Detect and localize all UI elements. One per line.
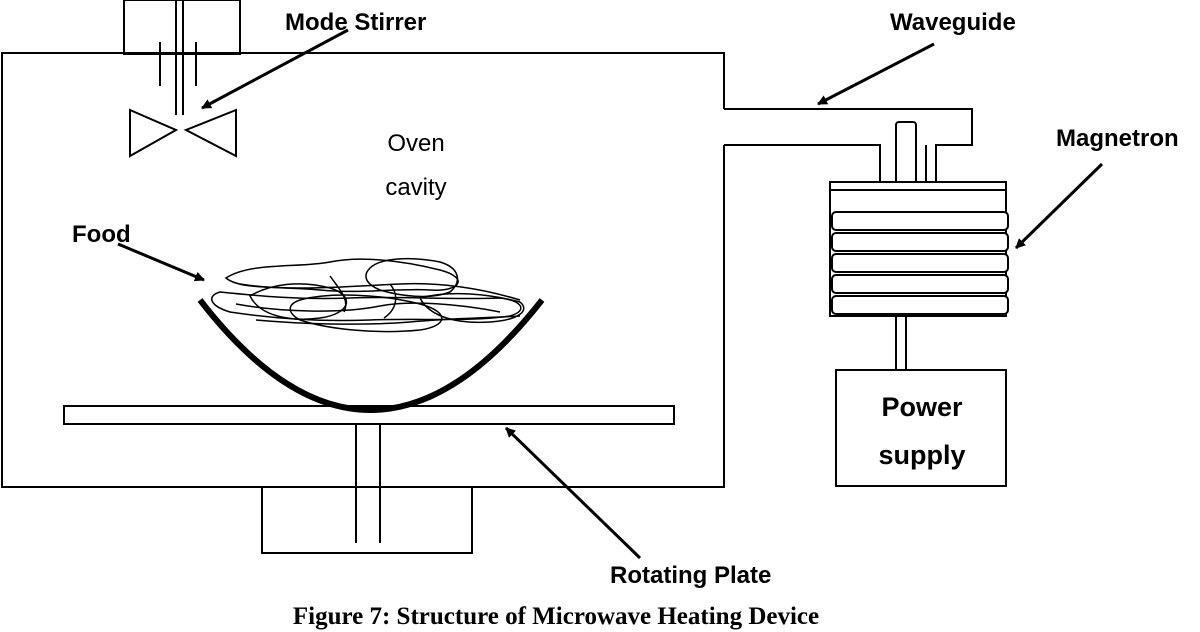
stirrer-blades-right <box>183 108 237 158</box>
food-scribble <box>211 257 525 333</box>
rotating-plate-label: Rotating Plate <box>610 562 771 589</box>
power-supply-label-line1: Power <box>881 392 963 422</box>
stirrer-blades <box>129 108 179 158</box>
motor-housing <box>261 486 473 554</box>
oven-cavity <box>1 52 725 488</box>
figure-caption: Figure 7: Structure of Microwave Heating… <box>293 603 819 630</box>
power-supply-label-line2: supply <box>878 440 965 470</box>
food-label: Food <box>72 221 131 248</box>
oven-cavity-label-line2: cavity <box>385 174 446 201</box>
rotating-plate-arrow <box>504 426 642 560</box>
magnetron-arrow <box>1014 162 1104 250</box>
magnetron-label: Magnetron <box>1056 125 1179 152</box>
mode-stirrer-arrow <box>201 28 349 110</box>
food-arrow <box>117 242 205 282</box>
waveguide-arrow <box>817 42 935 106</box>
mode-stirrer-label: Mode Stirrer <box>285 9 426 36</box>
rotating-plate <box>63 405 675 425</box>
waveguide-label: Waveguide <box>890 9 1016 36</box>
oven-cavity-label-line1: Oven <box>387 130 444 157</box>
power-supply-box <box>835 369 1007 487</box>
magnetron-antenna <box>895 121 917 189</box>
waveguide <box>724 108 973 196</box>
food-bowl <box>197 298 545 413</box>
waveguide-lower <box>724 144 881 196</box>
